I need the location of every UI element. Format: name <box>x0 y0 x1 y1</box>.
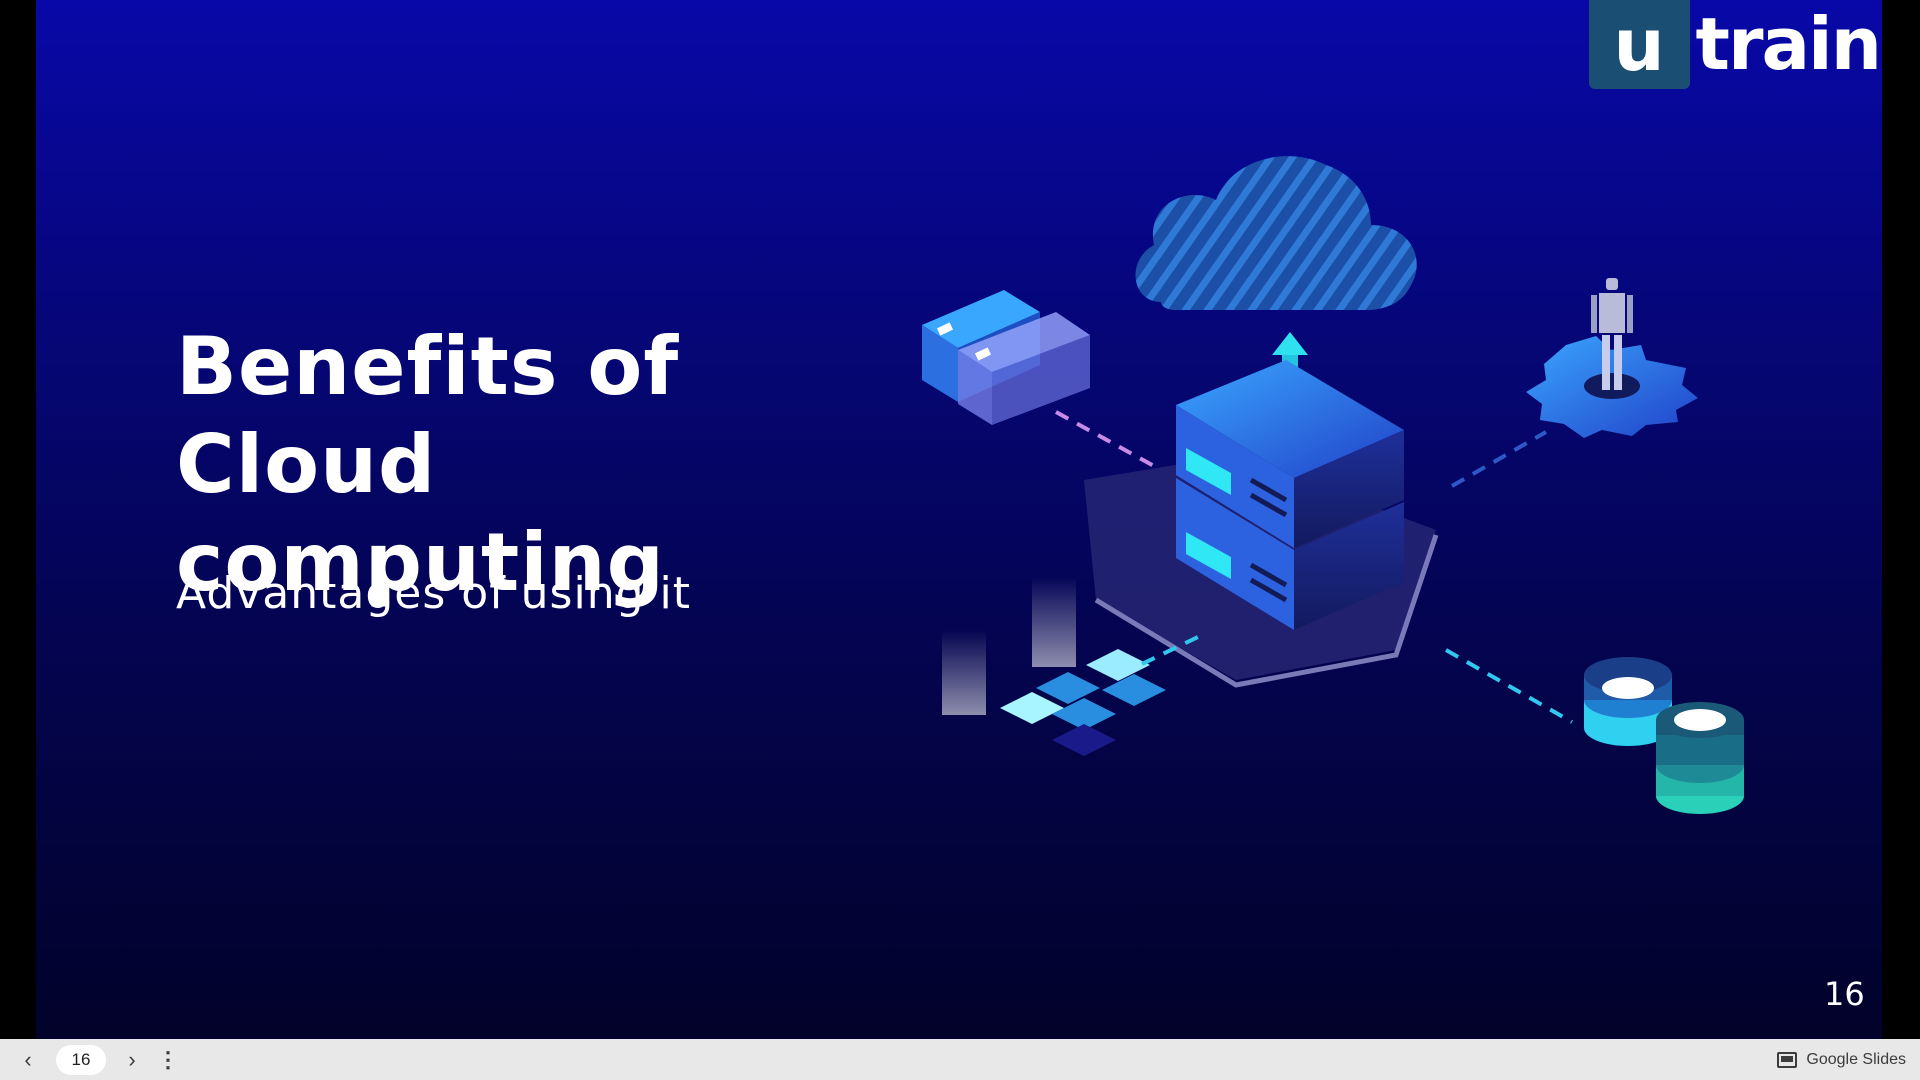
slide-subtitle: Advantages of using it <box>176 568 691 619</box>
slide-title: Benefits of Cloud computing <box>176 320 680 609</box>
logo-u-box: u <box>1588 0 1690 89</box>
page-number-input[interactable]: 16 <box>56 1044 106 1075</box>
utrain-logo: u train <box>1588 0 1882 89</box>
chevron-left-icon[interactable]: ‹ <box>24 1046 32 1072</box>
cloud-icon <box>1135 156 1417 310</box>
chevron-right-icon[interactable]: › <box>128 1046 136 1072</box>
slide-number: 16 <box>1824 975 1865 1013</box>
user-gear-icon <box>1526 278 1698 438</box>
chip-grid-icon <box>942 577 1166 756</box>
cloud-illustration <box>922 156 1744 814</box>
logo-text: train <box>1695 2 1882 86</box>
slide: u train Benefits of Cloud computing Adva… <box>36 0 1882 1039</box>
cards-icon <box>922 290 1090 425</box>
presentation-toolbar: ‹ 16 › ⋮ Google Slides <box>0 1039 1920 1080</box>
presentation-stage: u train Benefits of Cloud computing Adva… <box>36 0 1882 1039</box>
server-icon <box>1176 360 1404 630</box>
database-icon <box>1584 657 1744 814</box>
more-vert-icon[interactable]: ⋮ <box>157 1046 179 1072</box>
google-slides-link[interactable]: Google Slides <box>1777 1051 1906 1069</box>
connector-lines <box>1055 410 1573 724</box>
slides-icon <box>1777 1051 1798 1068</box>
brand-label: Google Slides <box>1806 1050 1906 1068</box>
